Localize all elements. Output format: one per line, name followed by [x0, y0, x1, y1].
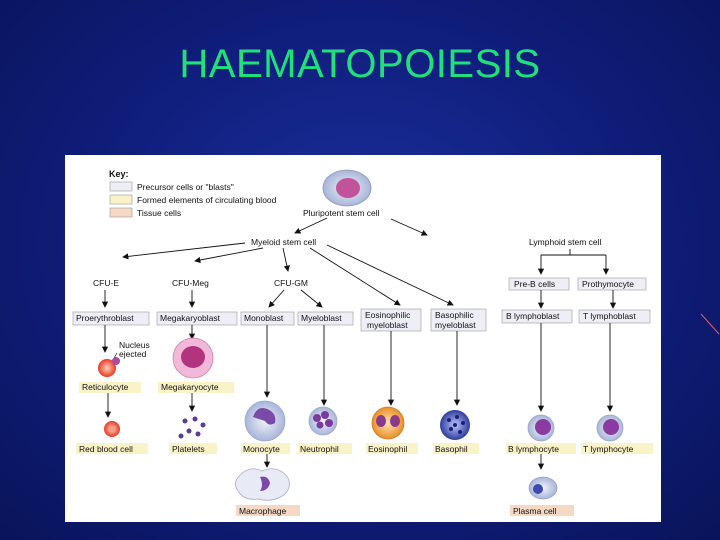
pluripotent-stem-cell-nucleus: [336, 178, 360, 198]
eosinophil-image: [371, 406, 405, 440]
box-reticulocyte: [79, 382, 141, 393]
arrow-cfu-gm-monoblast: [268, 289, 285, 308]
label-b-lymphoblast: B lymphoblast: [506, 311, 560, 321]
basophil-granules: [447, 415, 465, 434]
box-megakaryoblast: [156, 311, 238, 326]
haematopoiesis-diagram: Key: Precursor cells or "blasts" Formed …: [65, 155, 661, 522]
label-cfu-meg: CFU-Meg: [172, 278, 209, 288]
b-lymphocyte-nucleus: [535, 419, 551, 435]
arrow-myeloid-cfu-e: [122, 242, 246, 260]
label-eosinophil: Eosinophil: [368, 444, 407, 454]
box-monocyte: [241, 443, 290, 454]
box-prothymocyte: [577, 277, 647, 291]
ejected-nucleus-image: [112, 357, 120, 365]
label-basophil: Basophil: [435, 444, 468, 454]
box-proerythroblast: [72, 311, 150, 326]
platelets-image: [178, 416, 206, 439]
key-label-precursor: Precursor cells or "blasts": [137, 182, 234, 192]
label-megakaryocyte: Megakaryocyte: [161, 382, 219, 392]
box-pre-b-cells: [508, 277, 570, 291]
label-lymphoid-stem-cell: Lymphoid stem cell: [529, 237, 602, 247]
label-cfu-gm: CFU-GM: [274, 278, 308, 288]
plasma-cell-nucleus: [533, 484, 543, 494]
arrow-pluripotent-myeloid: [294, 217, 328, 234]
macrophage-nucleus: [260, 476, 270, 491]
box-plasma-cell: [510, 505, 574, 516]
neutrophil-nucleus: [313, 411, 333, 429]
box-eosinophil: [366, 443, 418, 454]
label-macrophage: Macrophage: [239, 506, 287, 516]
box-basophil: [433, 443, 479, 454]
key-swatch-precursor: [109, 181, 133, 192]
label-platelets: Platelets: [172, 444, 205, 454]
key-label-formed: Formed elements of circulating blood: [137, 195, 277, 205]
arrow-myeloid-basophilic: [326, 244, 454, 306]
label-red-blood-cell: Red blood cell: [79, 444, 133, 454]
label-megakaryoblast: Megakaryoblast: [160, 313, 221, 323]
megakaryocyte-nucleus: [181, 346, 205, 368]
arrow-cfu-gm-myeloblast: [300, 289, 323, 308]
red-blood-cell-center: [109, 426, 115, 432]
arrow-myeloid-cfu-meg: [194, 247, 264, 264]
arrow-pluripotent-lymphoid: [390, 218, 428, 236]
label-reticulocyte: Reticulocyte: [82, 382, 129, 392]
label-pre-b-cells: Pre-B cells: [514, 279, 555, 289]
box-neutrophil: [298, 443, 352, 454]
t-lymphocyte-nucleus: [603, 419, 619, 435]
key-label-tissue: Tissue cells: [137, 208, 181, 218]
label-myeloid-stem-cell: Myeloid stem cell: [251, 237, 316, 247]
box-basophilic-myeloblast: [430, 308, 487, 332]
slide-title: HAEMATOPOIESIS: [179, 42, 541, 86]
key-swatch-formed: [109, 194, 133, 205]
label-basophilic-line1: Basophilic: [435, 310, 474, 320]
key-swatch-tissue: [109, 207, 133, 218]
label-b-lymphocyte: B lymphocyte: [508, 444, 559, 454]
box-t-lymphocyte: [581, 443, 653, 454]
box-monoblast: [240, 311, 295, 326]
label-eosinophilic-line2: myeloblast: [367, 320, 408, 330]
key-title: Key:: [109, 169, 129, 179]
label-nucleus-line2: ejected: [119, 349, 147, 359]
box-b-lymphocyte: [506, 443, 576, 454]
box-b-lymphoblast: [501, 309, 573, 324]
eosinophil-nucleus: [376, 415, 400, 427]
label-prothymocyte: Prothymocyte: [582, 279, 634, 289]
label-t-lymphoblast: T lymphoblast: [583, 311, 636, 321]
arrow-myeloid-eosinophilic: [309, 247, 401, 306]
box-platelets: [169, 443, 217, 454]
label-eosinophilic-line1: Eosinophilic: [365, 310, 411, 320]
label-monoblast: Monoblast: [244, 313, 284, 323]
box-red-blood-cell: [76, 443, 148, 454]
label-basophilic-line2: myeloblast: [435, 320, 476, 330]
neutrophil-image: [308, 406, 338, 436]
label-cfu-e: CFU-E: [93, 278, 119, 288]
box-myeloblast: [297, 311, 354, 326]
box-t-lymphoblast: [578, 309, 651, 324]
arrow-myeloid-cfu-gm: [282, 247, 290, 272]
label-pluripotent-stem-cell: Pluripotent stem cell: [303, 208, 380, 218]
monocyte-nucleus: [253, 408, 276, 425]
decorative-line: [700, 313, 720, 335]
label-t-lymphocyte: T lymphocyte: [583, 444, 634, 454]
reticulocyte-image: [98, 359, 116, 377]
box-megakaryocyte: [158, 382, 234, 393]
box-macrophage: [236, 505, 300, 516]
diagram-key: Key: Precursor cells or "blasts" Formed …: [109, 169, 277, 218]
label-neutrophil: Neutrophil: [300, 444, 339, 454]
label-plasma-cell: Plasma cell: [513, 506, 557, 516]
label-monocyte: Monocyte: [243, 444, 280, 454]
label-myeloblast: Myeloblast: [301, 313, 342, 323]
label-nucleus-line1: Nucleus: [119, 340, 150, 350]
label-proerythroblast: Proerythroblast: [76, 313, 134, 323]
